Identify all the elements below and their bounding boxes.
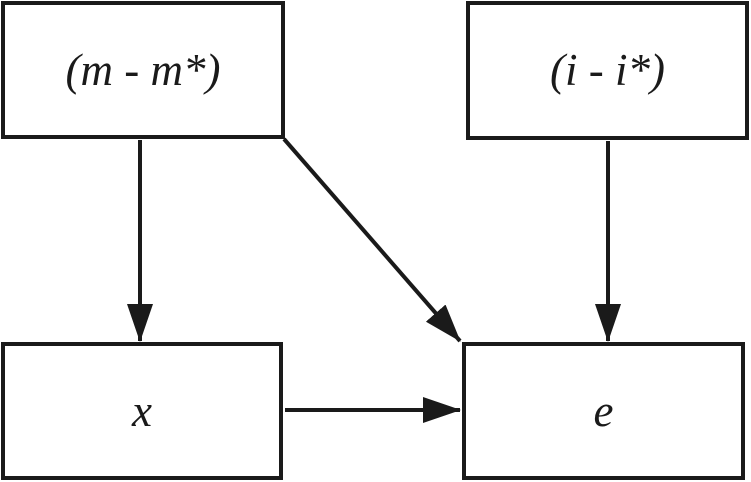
node-e-label: e (593, 385, 614, 436)
node-interest-differential: (i - i*) (466, 1, 749, 140)
node-money-differential-label: (m - m*) (65, 44, 221, 95)
node-money-differential: (m - m*) (1, 1, 285, 139)
node-x: x (1, 342, 283, 480)
node-x-label: x (132, 385, 152, 436)
node-interest-differential-label: (i - i*) (550, 45, 665, 95)
arrow-m-to-e-icon (282, 137, 462, 343)
node-e: e (462, 342, 745, 480)
